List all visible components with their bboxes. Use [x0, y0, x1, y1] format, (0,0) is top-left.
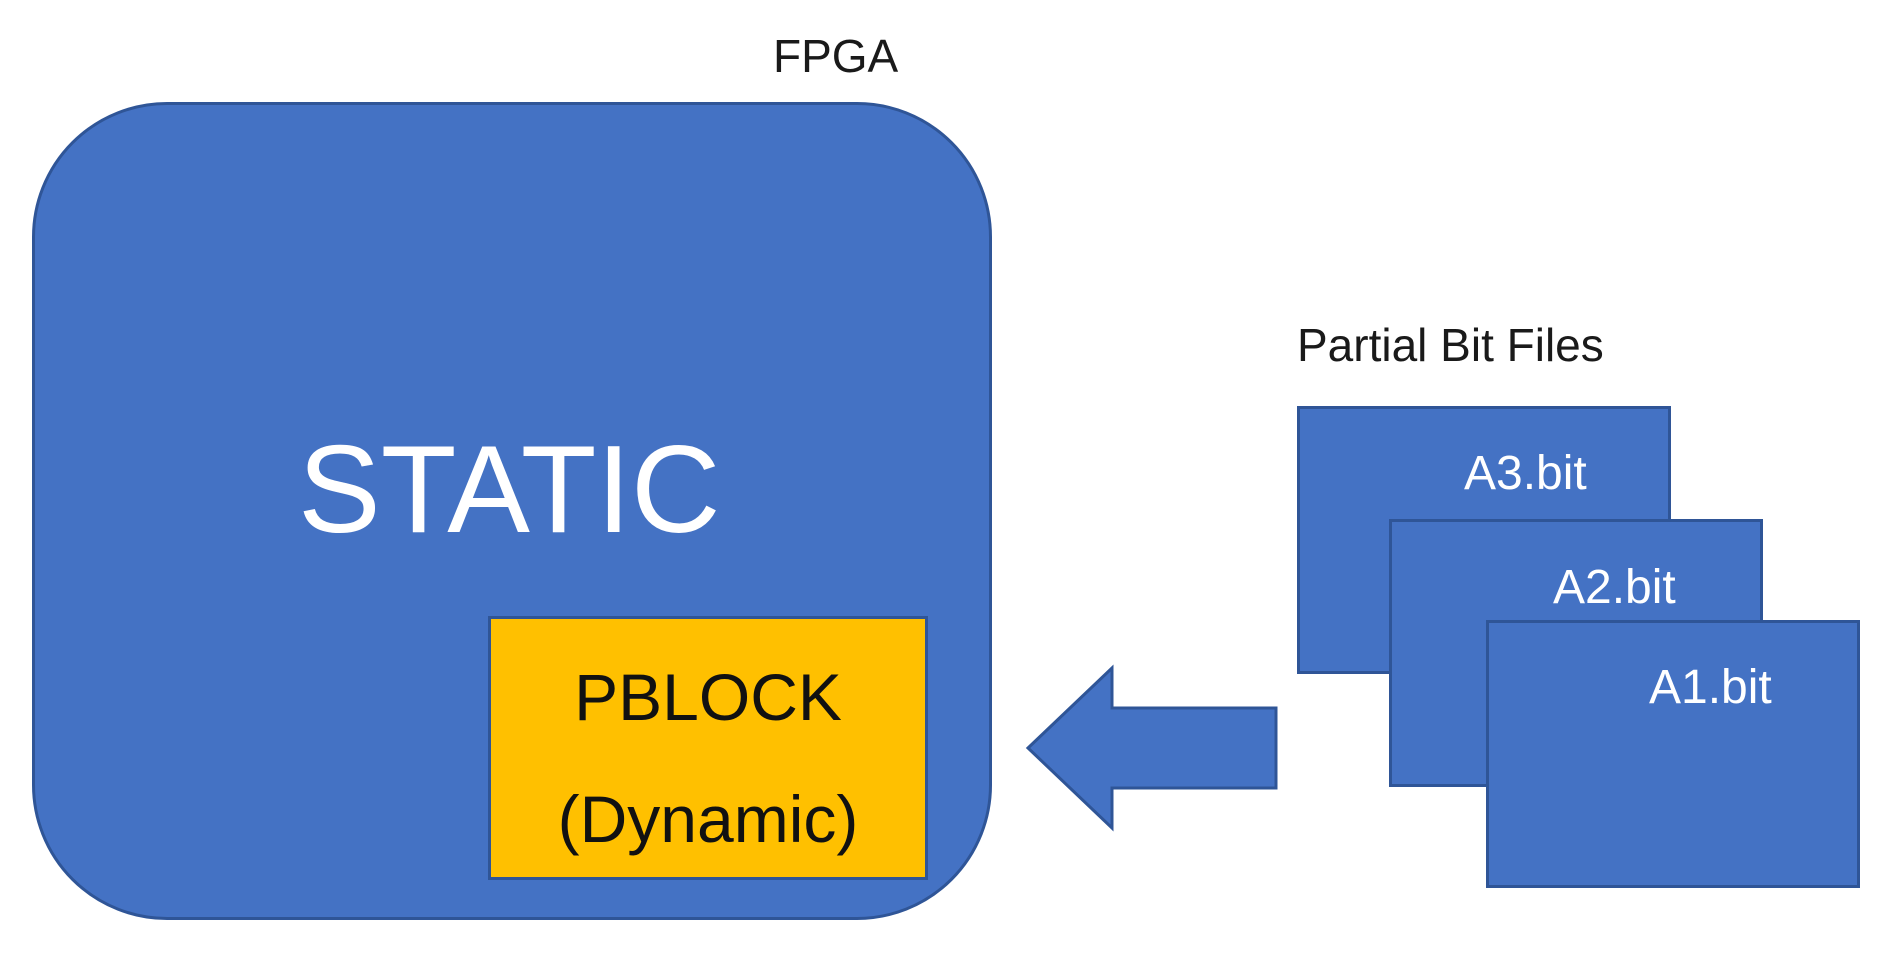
fpga-label: FPGA: [773, 30, 899, 82]
bit-file-card: [1486, 620, 1860, 888]
bit-file-name: A2.bit: [1553, 561, 1676, 614]
pblock-sublabel: (Dynamic): [557, 782, 859, 856]
bit-file-name: A3.bit: [1464, 447, 1587, 500]
bit-file-name: A1.bit: [1649, 661, 1772, 714]
pblock-dynamic-region: [488, 616, 928, 880]
partial-bit-files-label: Partial Bit Files: [1297, 319, 1604, 371]
left-arrow-icon: [1025, 664, 1278, 832]
static-label: STATIC: [298, 421, 721, 559]
pblock-label: PBLOCK: [574, 660, 842, 734]
